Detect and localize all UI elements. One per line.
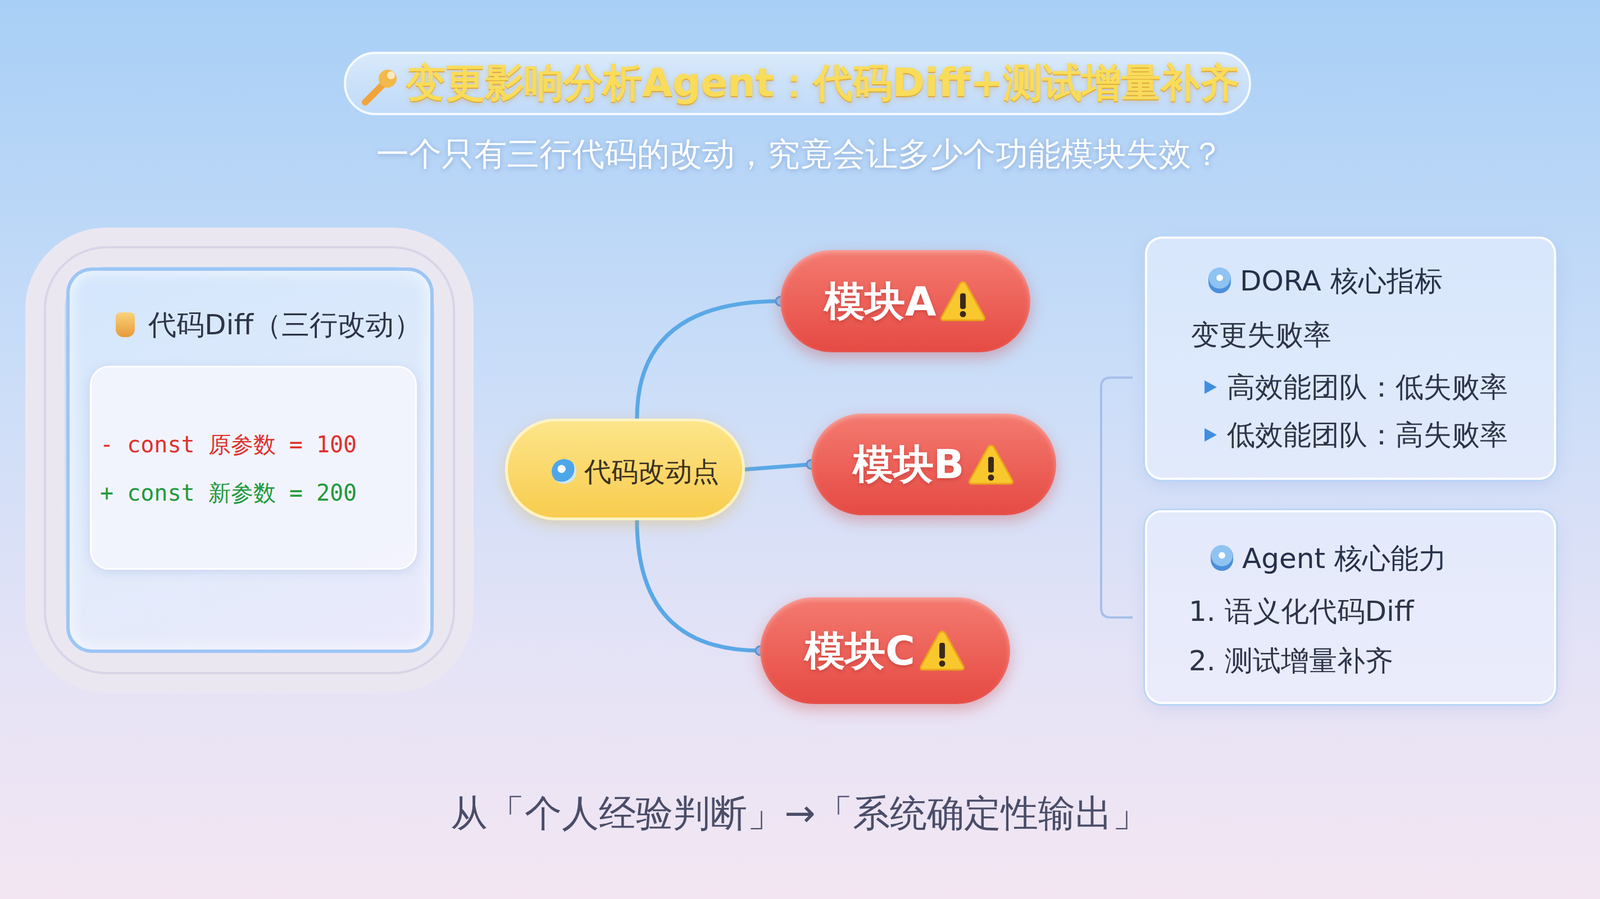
node-text: 2. 测试增量补齐: [1188, 643, 1394, 678]
module-pill: 模块B: [811, 413, 1057, 516]
node-text: 模块C: [804, 626, 916, 675]
connector-line: [637, 520, 761, 651]
connector: [637, 296, 785, 419]
diff-panel: 代码Diff（三行改动） - const 原参数 = 100 + const 新参数…: [66, 267, 434, 653]
title-pill: [344, 52, 1250, 115]
wrench-icon: [365, 69, 397, 103]
connector: [637, 520, 765, 656]
node-text: 变更失败率: [1191, 317, 1332, 352]
warning-icon: [939, 279, 987, 323]
change-point: 代码改动点: [505, 418, 745, 521]
title: 变更影响分析Agent：代码Diff+测试增量补齐: [406, 58, 1240, 107]
module-pill: 模块A: [780, 250, 1031, 353]
bracket: [1101, 377, 1133, 618]
ability-card: Agent 核心能力 1. 语义化代码Diff 2. 测试增量补齐: [1144, 510, 1557, 704]
node-text: DORA 核心指标: [1239, 264, 1443, 298]
node-text: 代码改动点: [584, 455, 720, 489]
node-text: Agent 核心能力: [1242, 541, 1447, 576]
node-text: 模块B: [852, 439, 965, 489]
node-text: 高效能团队：低失败率: [1226, 370, 1508, 404]
node-text: 低效能团队：高失败率: [1226, 417, 1508, 452]
node-text: 代码Diff（三行改动）: [148, 307, 422, 342]
node-text: 1. 语义化代码Diff: [1188, 594, 1414, 629]
caption: 从「个人经验判断」→「系统确定性输出」: [0, 791, 1600, 836]
connector-line: [744, 464, 812, 470]
module-pill: 模块C: [760, 597, 1011, 704]
metric-card: DORA 核心指标变更失败率高效能团队：低失败率低效能团队：高失败率: [1144, 236, 1557, 480]
cushion-frame: [44, 247, 454, 674]
subtitle: 一个只有三行代码的改动，究竟会让多少个功能模块失效？: [0, 134, 1600, 175]
connector: [744, 460, 816, 470]
warning-icon: [918, 629, 966, 672]
code-box: - const 原参数 = 100 + const 新参数 = 200: [89, 365, 417, 570]
connector-line: [637, 301, 781, 419]
warning-icon: [967, 443, 1015, 486]
cushion-edge: [44, 247, 454, 674]
node-text: + const 新参数 = 200: [100, 479, 357, 507]
node-text: 模块A: [824, 276, 937, 326]
node-text: - const 原参数 = 100: [100, 430, 357, 458]
